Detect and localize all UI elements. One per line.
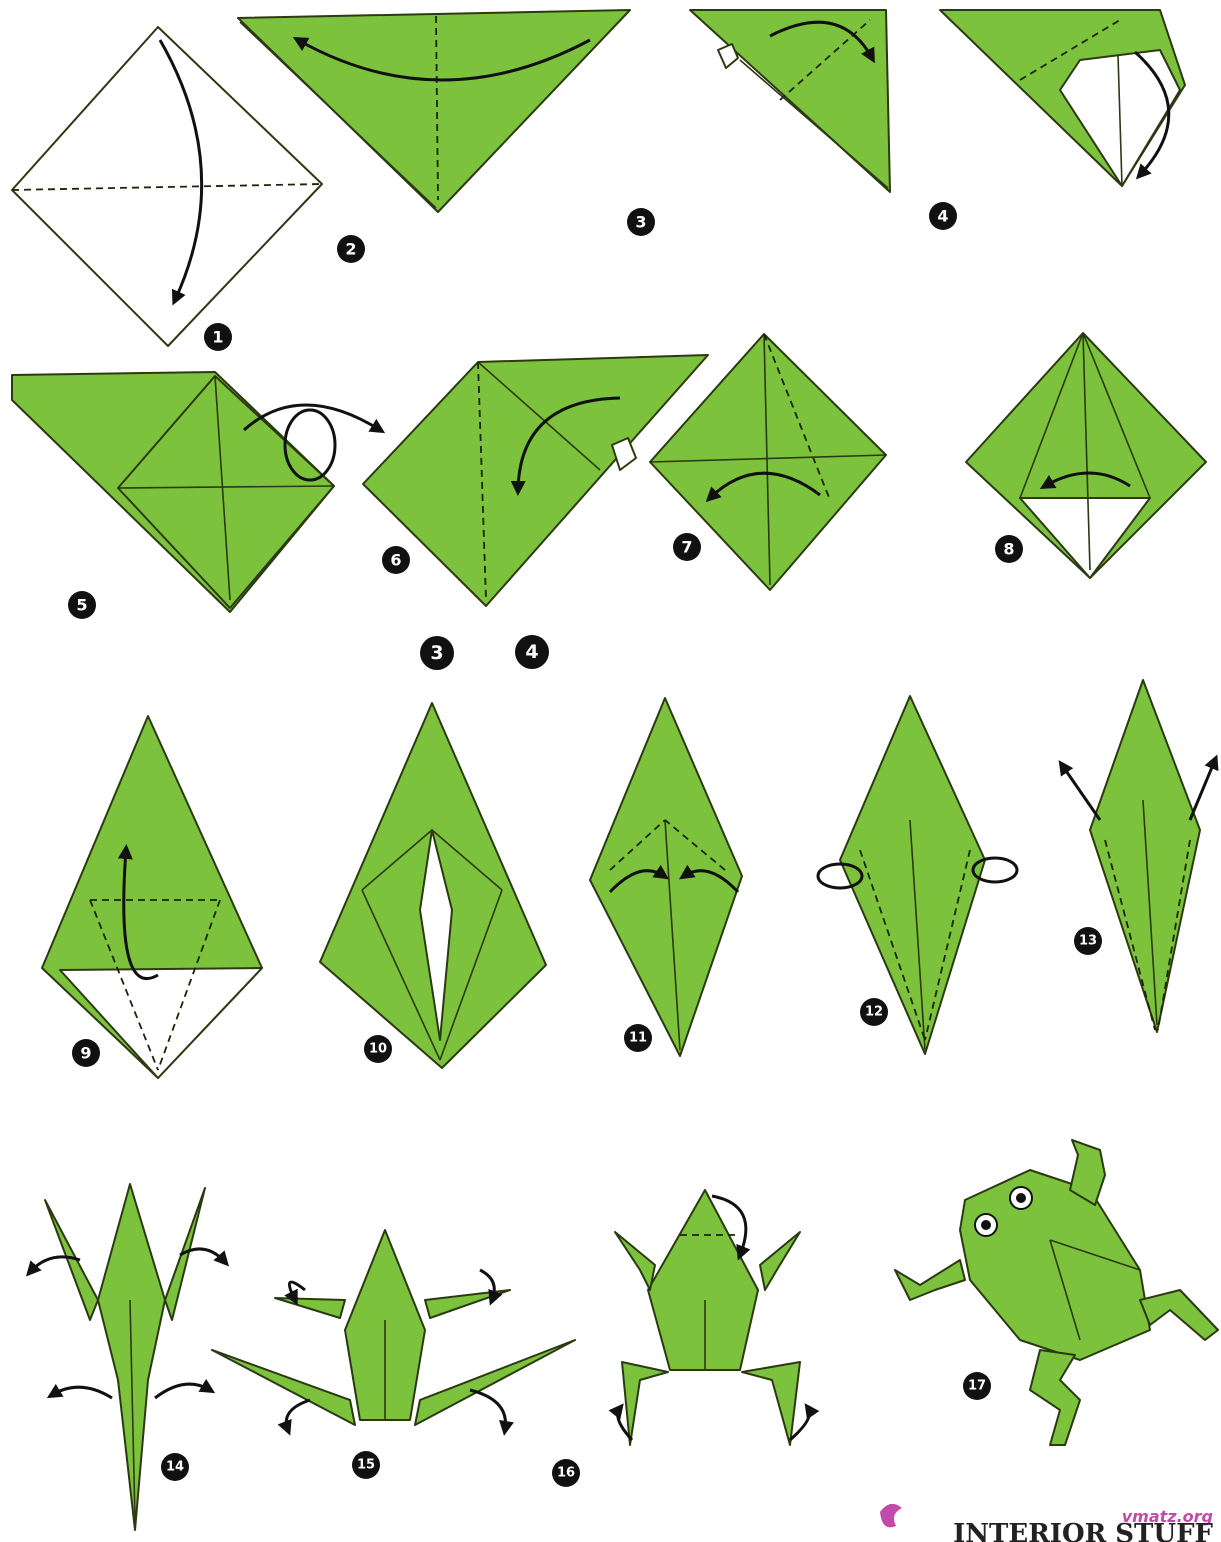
svg-text:13: 13 [1079,934,1097,949]
step-6-figure [363,355,708,606]
step-number-13: 13 [1074,927,1102,955]
step-number-16: 16 [552,1459,580,1487]
svg-text:14: 14 [166,1460,184,1475]
step-1-figure [12,27,322,346]
step-number-5: 5 [68,591,96,619]
sub-step-number-3: 3 [420,636,454,670]
step-14-figure [30,1184,225,1530]
step-number-3: 3 [627,208,655,236]
svg-text:3: 3 [430,642,443,664]
watermark-logo-icon [880,1504,902,1528]
svg-text:5: 5 [76,596,87,615]
watermark-brand: INTERIOR STUFF [953,1519,1213,1542]
svg-text:7: 7 [681,538,692,557]
step-number-14: 14 [161,1453,189,1481]
step-15-figure [212,1230,575,1430]
svg-text:6: 6 [390,551,401,570]
sub-step-number-4: 4 [515,635,549,669]
step-3-figure [690,10,890,192]
step-11-figure [590,698,742,1056]
step-number-1: 1 [204,323,232,351]
step-16-figure [615,1190,810,1445]
step-number-10: 10 [364,1035,392,1063]
step-4-figure [940,10,1185,186]
svg-text:4: 4 [937,207,948,226]
step-13-figure [1062,680,1215,1032]
step-number-7: 7 [673,533,701,561]
step-number-12: 12 [860,998,888,1026]
svg-text:11: 11 [629,1031,647,1046]
step-number-17: 17 [963,1372,991,1400]
step-number-8: 8 [995,535,1023,563]
svg-text:10: 10 [369,1042,387,1057]
step-17-figure [895,1140,1218,1445]
svg-text:12: 12 [865,1005,883,1020]
step-number-2: 2 [337,235,365,263]
step-number-4: 4 [929,202,957,230]
step-number-6: 6 [382,546,410,574]
svg-text:8: 8 [1003,540,1014,559]
step-number-11: 11 [624,1024,652,1052]
step-number-15: 15 [352,1451,380,1479]
step-12-figure [818,696,1017,1054]
svg-text:2: 2 [345,240,356,259]
svg-text:17: 17 [968,1379,986,1394]
svg-text:4: 4 [525,641,538,663]
svg-text:3: 3 [635,213,646,232]
svg-text:9: 9 [80,1044,91,1063]
step-10-figure [320,703,546,1068]
watermark: vmatz.org INTERIOR STUFF [880,1504,1214,1542]
svg-text:1: 1 [212,328,223,347]
step-number-9: 9 [72,1039,100,1067]
step-5-figure [12,372,380,612]
step-9-figure [42,716,262,1078]
svg-text:16: 16 [557,1466,575,1481]
svg-text:15: 15 [357,1458,375,1473]
